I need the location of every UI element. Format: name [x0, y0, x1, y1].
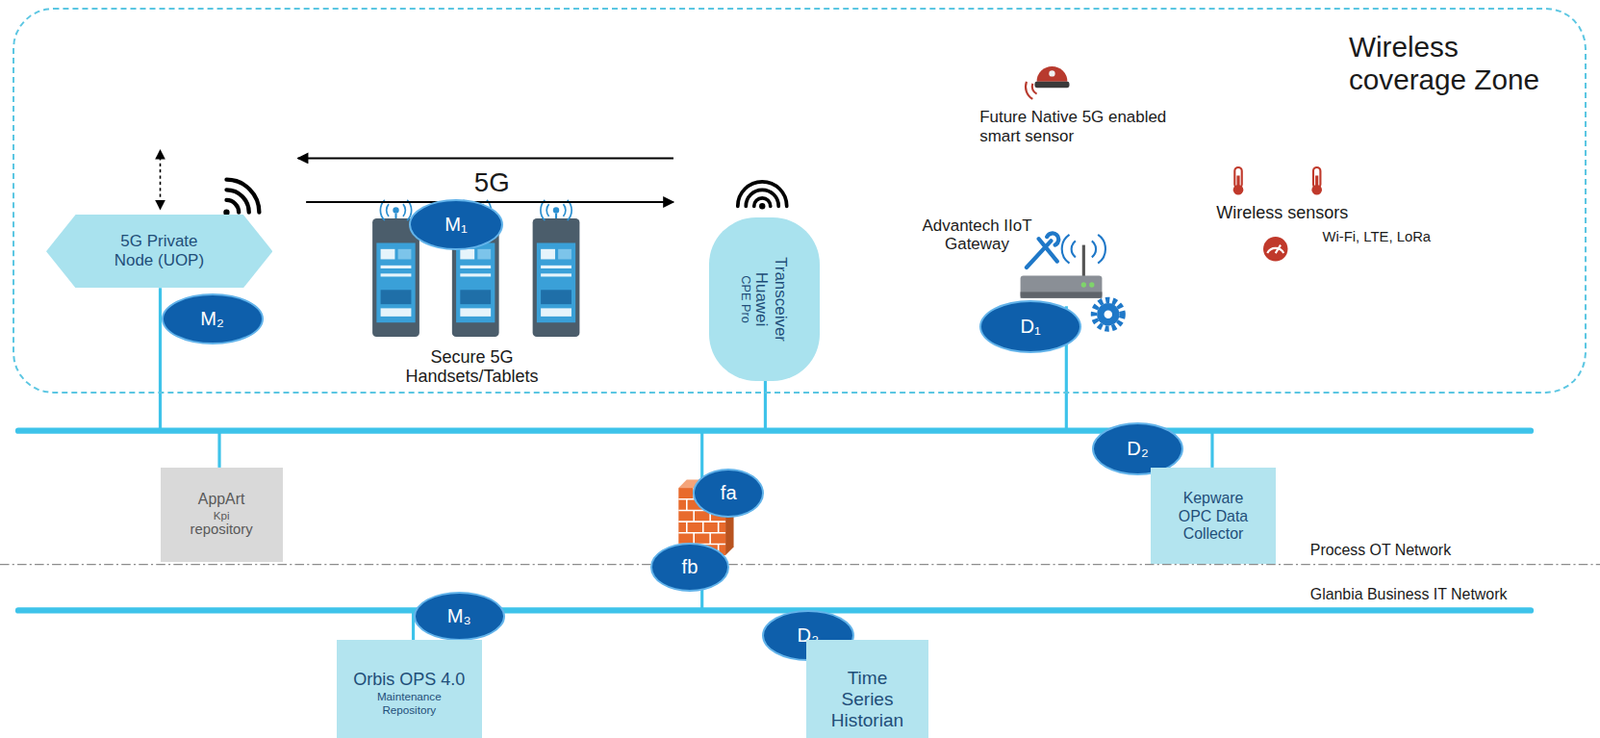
wifi-symbol	[745, 189, 779, 206]
callout-number: M₂	[200, 307, 225, 331]
wifi-symbol	[226, 189, 249, 212]
node-text: repository	[165, 521, 279, 538]
firewall-icon	[692, 509, 695, 522]
node-text: Transceiver Huawei	[752, 227, 790, 370]
gateway-icon	[1020, 275, 1103, 298]
firewall-icon	[685, 521, 688, 534]
system-box: Kepware OPC Data Collector	[1150, 467, 1275, 564]
gateway-icon	[1082, 245, 1086, 279]
part-label: Wireless sensors	[1216, 203, 1390, 224]
node-text: 5G Private Node (UOP)	[105, 231, 212, 270]
wifi-symbol	[223, 179, 259, 216]
wifi-symbol	[754, 198, 771, 206]
vertical-double-arrow	[159, 156, 162, 203]
vertical-double-arrow	[154, 200, 166, 211]
callout-number: M₁	[444, 213, 468, 236]
gateway-icon	[1020, 291, 1103, 298]
drop-lines	[1210, 431, 1214, 468]
hexagon-outline	[46, 214, 273, 288]
thermometer-icon	[1233, 184, 1245, 196]
hexagon-node: 5G Private Node (UOP)	[46, 214, 273, 288]
network-label: Process OT Network	[1310, 541, 1556, 559]
system-box: Time Series Historian	[806, 639, 929, 738]
drop-lines	[763, 380, 767, 432]
thermometer-icon	[1311, 167, 1322, 196]
firewall-icon	[717, 521, 720, 534]
callout-number: D₁	[1019, 315, 1041, 338]
gateway-icon	[1096, 303, 1119, 326]
zone-title: Wireless coverage Zone	[1348, 30, 1569, 97]
link-arrow	[305, 201, 674, 204]
wifi-symbol	[226, 200, 239, 213]
repository-box: AppArtKpirepository	[160, 467, 283, 562]
drop-lines	[160, 287, 1213, 640]
gateway-icon	[1093, 300, 1123, 330]
wifi-symbol	[737, 181, 788, 210]
node-text: Kepware OPC Data Collector	[1166, 489, 1261, 543]
link-arrow	[298, 156, 674, 159]
callout-number: fa	[720, 482, 737, 505]
rotated-text: Transceiver HuaweiCPE Pro	[712, 227, 815, 370]
callout-ellipse: fb	[650, 542, 731, 592]
callout-ellipse: D₁	[979, 300, 1082, 354]
vertical-double-arrow	[154, 149, 166, 211]
gateway-icon	[1089, 281, 1094, 287]
vertical-double-arrow	[154, 149, 166, 160]
smart-sensor-icon	[1048, 70, 1055, 77]
node-text: Orbis OPS 4.0	[352, 669, 467, 690]
handset-icon	[533, 200, 581, 337]
gateway-icon	[1026, 232, 1059, 267]
gauge-icon	[1275, 245, 1281, 254]
part-label: Future Native 5G enabled smart sensor	[979, 107, 1169, 146]
callout-ellipse: M₂	[161, 293, 264, 345]
network-separator	[0, 563, 1600, 565]
smart-sensor-icon	[1025, 66, 1069, 100]
gateway-icon	[1081, 281, 1087, 287]
callout-ellipse: fa	[692, 468, 764, 518]
wifi-symbol	[737, 181, 788, 206]
firewall-icon	[702, 521, 705, 534]
transceiver-box: Transceiver HuaweiCPE Pro	[709, 217, 820, 381]
wifi-symbol	[759, 203, 765, 209]
gauge-icon	[1263, 236, 1288, 261]
gauge-icon	[1263, 236, 1288, 261]
firewall-icon	[709, 533, 712, 545]
callout-number: fb	[682, 556, 699, 579]
callout-ellipse: M₁	[408, 199, 504, 251]
system-box: Orbis OPS 4.0Maintenance Repository	[336, 639, 483, 738]
thermometer-icon	[1311, 184, 1322, 196]
thermometer-icon	[1233, 167, 1245, 196]
callout-number: M₃	[447, 605, 472, 628]
part-label: Secure 5G Handsets/Tablets	[377, 347, 566, 387]
part-label: 5G	[460, 169, 523, 197]
coverage-zone: Wireless coverage Zone 5G Private Node (U…	[12, 7, 1587, 394]
drop-lines	[158, 287, 162, 432]
part-label: Wi-Fi, LTE, LoRa	[1322, 228, 1476, 246]
node-text: Time Series Historian	[820, 667, 915, 732]
node-text: Maintenance Repository	[352, 689, 467, 716]
drop-lines	[217, 431, 221, 468]
network-label: Glanbia Business IT Network	[1310, 585, 1576, 604]
callout-ellipse: M₃	[413, 591, 506, 641]
smart-sensor-icon	[1025, 81, 1038, 100]
smart-sensor-icon	[1037, 66, 1068, 82]
smart-sensor-icon	[1034, 81, 1069, 88]
node-text: CPE Pro	[738, 275, 754, 323]
node-text: AppArt	[165, 490, 279, 508]
wifi-symbol	[226, 179, 259, 213]
ot-bus	[18, 427, 1531, 433]
it-bus	[18, 607, 1531, 613]
gateway-icon	[1062, 234, 1106, 264]
firewall-icon	[685, 499, 688, 511]
gateway-icon	[1104, 310, 1113, 319]
node-text: Kpi	[165, 508, 279, 522]
callout-number: D₂	[1126, 437, 1148, 460]
part-label: Advantech IIoT Gateway	[897, 216, 1056, 254]
